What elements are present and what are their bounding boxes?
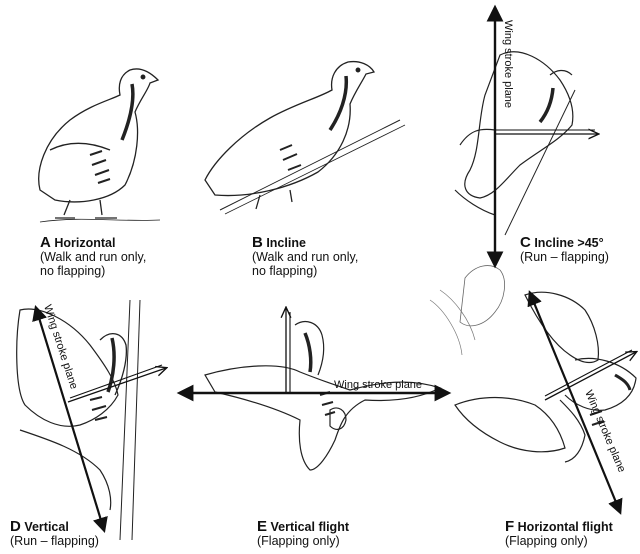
panel-d-letter: D xyxy=(10,518,21,535)
panel-d-bird-illustration xyxy=(16,299,141,541)
panel-f-caption: F Horizontal flight (Flapping only) xyxy=(505,518,613,548)
panel-b-letter: B xyxy=(252,234,263,251)
panel-b-sub1: (Walk and run only, xyxy=(252,250,359,264)
panel-e-caption: E Vertical flight (Flapping only) xyxy=(257,518,350,548)
panel-b-sub2: no flapping) xyxy=(252,264,318,278)
panel-a-sub1: (Walk and run only, xyxy=(40,250,147,264)
panel-b-title: Incline xyxy=(266,236,306,250)
panel-f-sub1: (Flapping only) xyxy=(505,534,588,548)
panel-c-wing-stroke-label: Wing stroke plane xyxy=(502,20,514,108)
panel-d-caption: D Vertical (Run – flapping) xyxy=(10,518,99,548)
panel-f-direction-arrow xyxy=(544,352,636,401)
panel-e-bird-illustration xyxy=(204,321,442,471)
panel-c-bird-illustration xyxy=(429,51,576,356)
panel-a-title: Horizontal xyxy=(54,236,116,250)
panel-f-letter: F xyxy=(505,518,515,535)
panel-c-title: Incline >45° xyxy=(534,236,604,250)
panel-a-caption: A Horizontal (Walk and run only, no flap… xyxy=(40,234,147,278)
panel-e-sub1: (Flapping only) xyxy=(257,534,340,548)
panel-d-direction-arrow xyxy=(67,368,166,403)
panel-b-bird-illustration xyxy=(204,60,406,215)
panel-a-bird-illustration xyxy=(38,68,161,223)
panel-d-sub1: (Run – flapping) xyxy=(10,534,99,548)
panel-e-wing-stroke-label: Wing stroke plane xyxy=(334,379,422,391)
panel-c-caption: C Incline >45° (Run – flapping) xyxy=(520,234,609,264)
panel-a-letter: A xyxy=(40,234,51,251)
panel-b-caption: B Incline (Walk and run only, no flappin… xyxy=(252,234,359,278)
panel-f-title: Horizontal flight xyxy=(517,520,613,534)
panel-e-letter: E xyxy=(257,518,268,535)
panel-a-sub2: no flapping) xyxy=(40,264,106,278)
panel-f-wing-stroke-arrow xyxy=(527,290,623,515)
panel-f-wing-stroke-label: Wing stroke plane xyxy=(582,388,627,474)
panel-e-title: Vertical flight xyxy=(270,520,350,534)
panel-d-wing-stroke-arrow xyxy=(32,305,108,533)
panel-d-title: Vertical xyxy=(24,520,69,534)
panel-c-sub1: (Run – flapping) xyxy=(520,250,609,264)
panel-c-letter: C xyxy=(520,234,531,251)
